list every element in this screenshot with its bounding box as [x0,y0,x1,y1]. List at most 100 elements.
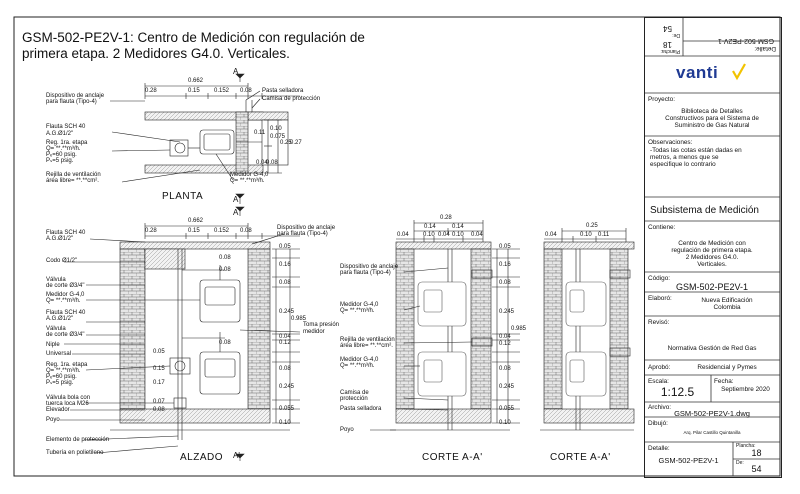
alzado-i6: 0.17 [153,380,165,386]
planta-dim-b: 0.15 [188,88,200,94]
aprobo-label: Aprobó: [648,364,671,371]
detalle-value: GSM-502-PE2V-1 [658,456,719,465]
alzado-tuberia: Tubería en polietileno [46,450,104,456]
corte1-rejilla: Rejilla de ventilación [340,337,395,343]
planta-reg4: Pₛ=5 psig. [46,158,74,164]
planta-medidor2: Q= **.**m³/h. [230,178,265,184]
alzado-flauta: Flauta SCH 40 [46,230,86,236]
planta-dim-c: 0.152 [214,88,230,94]
planta-dispositivo: Dispositivo de anclaje [46,93,105,99]
alzado-i4: 0.05 [153,349,165,355]
alzado-universal: Universal [46,351,72,357]
observaciones-line-1: -Todas las cotas están dadas en [650,147,742,154]
corte1-r1: 0.05 [499,244,511,250]
plancha-label: Plancha: [736,443,756,449]
corte1-w1: 0.28 [440,215,452,221]
alzado-r4: 0.245 [279,309,295,315]
planta-dim-total: 0.662 [188,78,204,84]
corte1-r6: 0.12 [499,341,511,347]
corte1-w6: 0.04 [438,232,450,238]
corte1-medidor2b: Q= **.**m³/h. [340,363,375,369]
alzado-view-label: ALZADO [180,452,224,463]
alzado-dim-total: 0.662 [188,218,204,224]
corte1-view [370,220,520,431]
alzado-elevador: Elevador [46,407,70,413]
sheet-frame [13,16,781,477]
alzado-r10: 0.10 [279,420,291,426]
top-detail-value: GSM-502-PE2V-1 [717,37,774,44]
alzado-reg4: Pₛ=5 psig. [46,380,74,386]
planta-reg2: Q= **.**m³/h. [46,146,81,152]
alzado-elemento: Elemento de protección [46,437,110,443]
alzado-medidor1b: Q= **.**m³/h. [46,298,81,304]
planta-v2: 0.10 [270,126,282,132]
contiene-line-3: 2 Medidores G4.0. [685,254,739,261]
alzado-marker-a-prime: A' [233,451,240,460]
alzado-r9: 0.055 [279,406,295,412]
planta-reg1: Reg. 1ra. etapa [46,140,88,146]
alzado-r5: 0.04 [279,334,291,340]
title-block-top-inverted: Detalle: GSM-502-PE2V-1 Plancha: 18 De: … [644,17,780,56]
corte1-dispositivo2: para flauta (Tipo-4) [340,270,391,276]
contiene-line-2: regulación de primera etapa. [671,247,753,254]
observaciones-line-3: especifique lo contrario [650,161,716,168]
alzado-flauta-b2: A.G.Ø1/2" [46,316,74,322]
proyecto-line-3: Suministro de Gas Natural [674,122,750,129]
codigo-label: Código: [648,275,671,282]
brand-logo: vanti [676,63,719,82]
planta-dispositivo2: para flauta (Tipo-4) [46,99,97,105]
alzado-valvula2: Válvula [46,326,66,332]
fecha-label: Fecha: [714,378,734,385]
alzado-valvula-bola: Válvula bola con [46,395,91,401]
alzado-r2: 0.16 [279,262,291,268]
alzado-dim-a: 0.28 [145,228,157,234]
planta-marker-a-prime: A' [233,195,240,204]
de-value: 54 [751,464,762,474]
alzado-flauta-b: Flauta SCH 40 [46,310,86,316]
contiene-label: Contiene: [648,224,676,231]
alzado-valvula1: Válvula [46,277,66,283]
alzado-dim-c: 0.152 [214,228,230,234]
corte1-rejilla2: área libre= **.**cm². [340,343,393,349]
planta-v3: 0.075 [270,134,286,140]
archivo-label: Archivo: [648,404,672,411]
planta-reg3: Pₑ=60 psig. [46,152,77,158]
corte1-w5: 0.10 [423,232,435,238]
escala-value: 1:12.5 [660,385,695,399]
planta-dim-d: 0.08 [240,88,252,94]
planta-view [110,73,300,204]
alzado-i5: 0.15 [153,366,165,372]
corte1-w3: 0.14 [452,224,464,230]
planta-v7: 0.08 [266,160,278,166]
proyecto-line-1: Biblioteca de Detalles [681,108,743,115]
title-block [644,17,782,478]
planta-rejilla: Rejilla de ventilación [46,172,101,178]
corte1-w2: 0.14 [424,224,436,230]
corte1-r5: 0.04 [499,334,511,340]
de-label: De: [736,460,744,466]
corte1-r10: 0.10 [499,420,511,426]
alzado-i3: 0.08 [219,340,231,346]
plancha-value: 18 [751,448,762,458]
corte1-w4: 0.04 [397,232,409,238]
corte1-r11: 0.985 [511,326,527,332]
archivo-value: GSM-502-PE2V-1.dwg [674,409,750,418]
observaciones-line-2: metros, a menos que se [650,154,719,161]
alzado-i2: 0.08 [219,267,231,273]
corte2-w2: 0.04 [545,232,557,238]
alzado-r1: 0.05 [279,244,291,250]
planta-v5: 0.27 [290,140,302,146]
planta-rejilla2: área libre= **.**cm². [46,178,99,184]
planta-v4: 0.25 [280,140,292,146]
top-detail-label: Detalle: [754,45,776,52]
corte1-r4: 0.245 [499,309,515,315]
corte2-w1: 0.25 [586,223,598,229]
alzado-niple: Niple [46,342,60,348]
contiene-line-4: Verticales. [697,261,727,268]
panel-grid [644,17,780,476]
reviso-value: Normativa Gestión de Red Gas [667,345,757,352]
alzado-flauta2: A.G.Ø1/2" [46,236,74,242]
contiene-line-1: Centro de Medición con [678,240,746,247]
